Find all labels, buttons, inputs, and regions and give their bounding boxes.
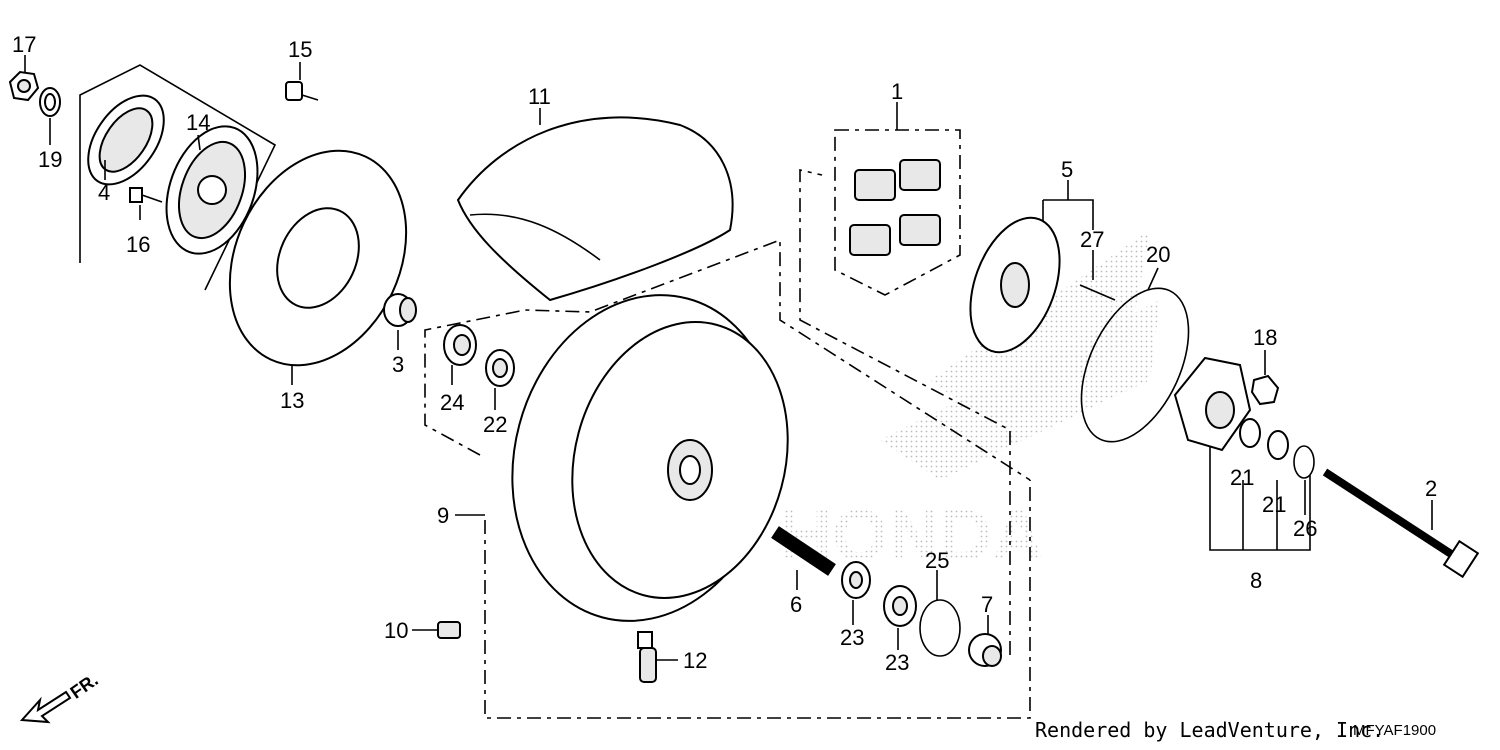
part-13-brake-disc[interactable]: [196, 122, 439, 394]
part-18-nut[interactable]: [1250, 374, 1280, 406]
part-23-seal-b[interactable]: [883, 585, 917, 627]
part-5-flange[interactable]: [953, 206, 1076, 365]
callout-23a[interactable]: 23: [840, 625, 864, 650]
part-23-seal-a[interactable]: [841, 561, 871, 599]
callout-22[interactable]: 22: [483, 412, 507, 437]
honda-watermark: HONDA: [780, 230, 1160, 576]
part-12-valve[interactable]: [637, 631, 657, 683]
callout-23b[interactable]: 23: [885, 650, 909, 675]
callout-21a[interactable]: 21: [1230, 465, 1254, 490]
part-8-hub[interactable]: [1173, 356, 1252, 452]
part-10-balance-weight[interactable]: [437, 621, 461, 639]
part-14-hub[interactable]: [150, 114, 274, 267]
callout-2[interactable]: 2: [1425, 476, 1437, 501]
part-6-collar[interactable]: [771, 526, 836, 576]
part-25-o-ring[interactable]: [919, 599, 961, 657]
part-9-wheel[interactable]: [477, 265, 818, 651]
callout-labels: 17 19 4 16 14 15 13 3 11 24 22 9 10 12 1…: [12, 32, 1437, 675]
callout-3[interactable]: 3: [392, 352, 404, 377]
part-11-tire[interactable]: [456, 116, 734, 302]
callout-10[interactable]: 10: [384, 618, 408, 643]
part-7-collar[interactable]: [968, 633, 1002, 667]
callout-15[interactable]: 15: [288, 37, 312, 62]
part-21-bearing-b[interactable]: [1267, 430, 1289, 460]
callout-9[interactable]: 9: [437, 503, 449, 528]
callout-14[interactable]: 14: [186, 110, 210, 135]
callout-13[interactable]: 13: [280, 388, 304, 413]
callout-26[interactable]: 26: [1293, 516, 1317, 541]
callout-18[interactable]: 18: [1253, 325, 1277, 350]
callout-5[interactable]: 5: [1061, 157, 1073, 182]
callout-8[interactable]: 8: [1250, 568, 1262, 593]
callout-21b[interactable]: 21: [1262, 492, 1286, 517]
callout-27[interactable]: 27: [1080, 227, 1104, 252]
callout-12[interactable]: 12: [683, 648, 707, 673]
part-20-circlip[interactable]: [1060, 272, 1211, 459]
part-27-stud[interactable]: [1079, 284, 1116, 301]
part-4-ring[interactable]: [73, 82, 180, 198]
callout-25[interactable]: 25: [925, 548, 949, 573]
part-21-bearing-a[interactable]: [1239, 418, 1261, 448]
group-outline-wheel: [424, 238, 1031, 719]
front-direction-arrow-icon: [19, 690, 72, 724]
part-22-seal[interactable]: [485, 349, 515, 387]
group-outline-damper: [799, 129, 1011, 655]
diagram-code: MFYAF1900: [1353, 722, 1437, 739]
part-15-bolt[interactable]: [285, 81, 319, 101]
part-16-bolt[interactable]: [129, 187, 163, 203]
bracket-5: [1042, 199, 1094, 230]
part-26-o-ring[interactable]: [1293, 445, 1315, 479]
part-2-axle[interactable]: [1322, 468, 1480, 579]
callout-20[interactable]: 20: [1146, 242, 1170, 267]
callout-24[interactable]: 24: [440, 390, 464, 415]
render-credit: Rendered by LeadVenture, Inc.: [1035, 718, 1385, 742]
part-24-bearing[interactable]: [443, 324, 477, 366]
part-3-collar[interactable]: [383, 293, 417, 327]
callout-7[interactable]: 7: [981, 592, 993, 617]
callout-16[interactable]: 16: [126, 232, 150, 257]
callout-6[interactable]: 6: [790, 592, 802, 617]
part-17-nut[interactable]: [8, 70, 40, 102]
callout-11[interactable]: 11: [528, 84, 551, 109]
bracket-8: [1209, 425, 1311, 551]
part-1-damper-rubbers[interactable]: [849, 159, 941, 256]
leader-lines: [24, 55, 1433, 661]
callout-4[interactable]: 4: [98, 180, 110, 205]
callout-19[interactable]: 19: [38, 147, 62, 172]
callout-17[interactable]: 17: [12, 32, 36, 57]
callout-1[interactable]: 1: [891, 79, 903, 104]
part-19-washer[interactable]: [39, 87, 61, 117]
